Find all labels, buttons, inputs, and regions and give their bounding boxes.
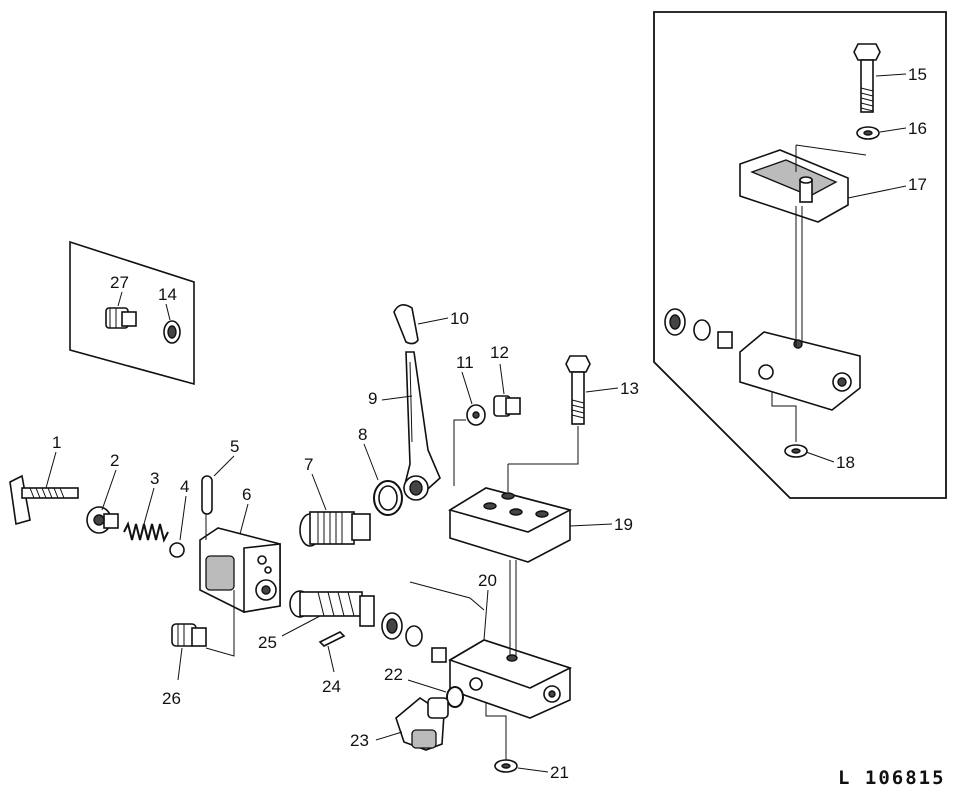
callout-24: 24: [322, 677, 341, 696]
reference-number: L 106815: [838, 767, 946, 789]
part-12-screw: [493, 395, 521, 417]
part-5-pin: [201, 475, 213, 515]
part-20-valve-body: [381, 612, 573, 719]
part-16-washer: [856, 126, 880, 140]
part-4-ball: [169, 542, 185, 558]
inset-valve-body: [664, 308, 861, 411]
callout-labels: 1 2 3 4 5 6 7 8 9 10 11 12 13 14 15 16 1…: [52, 65, 927, 782]
part-26-plug: [171, 623, 207, 647]
part-24-roll-pin: [318, 631, 346, 647]
callout-14: 14: [158, 285, 177, 304]
callout-26: 26: [162, 689, 181, 708]
callout-25: 25: [258, 633, 277, 652]
callout-27: 27: [110, 273, 129, 292]
part-17-clamp-block: [739, 149, 849, 223]
part-18-washer: [784, 444, 808, 458]
part-27-fitting: [105, 307, 137, 329]
alignment-lines: [205, 419, 579, 760]
callout-21: 21: [550, 763, 569, 782]
callout-10: 10: [450, 309, 469, 328]
part-1-plunger: [9, 474, 79, 526]
part-3-spring: [123, 521, 169, 543]
callout-6: 6: [242, 485, 251, 504]
callout-4: 4: [180, 477, 189, 496]
callout-23: 23: [350, 731, 369, 750]
part-15-bolt: [853, 43, 881, 113]
part-6-housing: [199, 527, 281, 613]
part-10-knob: [393, 304, 419, 345]
callout-5: 5: [230, 437, 239, 456]
part-25-spool: [289, 590, 375, 627]
callout-8: 8: [358, 425, 367, 444]
callout-16: 16: [908, 119, 927, 138]
callout-20: 20: [478, 571, 497, 590]
callout-15: 15: [908, 65, 927, 84]
callout-3: 3: [150, 469, 159, 488]
callout-2: 2: [110, 451, 119, 470]
leader-lines: [45, 73, 907, 773]
part-14-o-ring: [163, 320, 181, 344]
callout-13: 13: [620, 379, 639, 398]
inset-panel-alternate-valve: [653, 11, 947, 499]
callout-17: 17: [908, 175, 927, 194]
callout-12: 12: [490, 343, 509, 362]
part-23-elbow-fitting: [395, 697, 449, 751]
part-9-lever: [403, 351, 441, 501]
part-22-o-ring: [446, 686, 464, 708]
callout-19: 19: [614, 515, 633, 534]
part-13-bolt: [565, 355, 591, 425]
inset-panel-small-parts: [69, 240, 195, 386]
callout-7: 7: [304, 455, 313, 474]
callout-11: 11: [456, 353, 474, 372]
part-8-snap-ring: [373, 480, 403, 516]
callout-9: 9: [368, 389, 377, 408]
part-7-shaft: [299, 511, 371, 547]
part-2-plug: [86, 506, 119, 534]
part-21-washer: [494, 759, 518, 773]
part-11-washer: [466, 404, 486, 426]
callout-1: 1: [52, 433, 61, 452]
callout-22: 22: [384, 665, 403, 684]
part-19-spacer-block: [448, 487, 573, 563]
callout-18: 18: [836, 453, 855, 472]
